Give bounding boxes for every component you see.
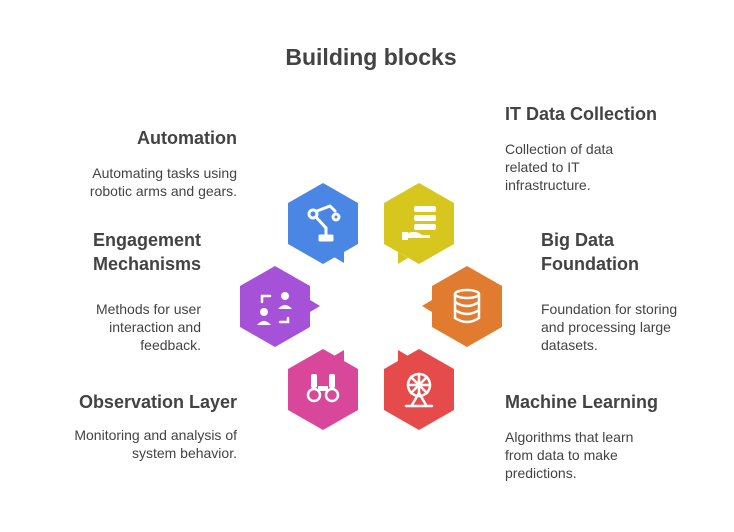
hexagon-observation xyxy=(288,349,358,430)
hexagon-it-data xyxy=(384,183,454,264)
block-it-data: IT Data Collection Collection of data re… xyxy=(505,102,685,194)
binoculars-icon xyxy=(306,374,340,403)
block-automation: Automation Automating tasks using roboti… xyxy=(60,126,237,200)
observation-description: Monitoring and analysis of system behavi… xyxy=(74,427,237,461)
observation-heading: Observation Layer xyxy=(78,392,237,412)
automation-description: Automating tasks using robotic arms and … xyxy=(89,165,237,199)
server-hand-icon xyxy=(402,206,436,240)
robot-arm-icon xyxy=(307,204,341,242)
hexagon-automation xyxy=(288,183,358,264)
block-observation: Observation Layer Monitoring and analysi… xyxy=(40,390,237,462)
diagram-title: Building blocks xyxy=(285,44,457,70)
it-data-heading: IT Data Collection xyxy=(505,104,658,124)
automation-heading: Automation xyxy=(137,128,237,148)
ml-heading: Machine Learning xyxy=(505,392,659,412)
hexagon-engagement xyxy=(240,266,320,347)
it-data-description: Collection of data related to IT infrast… xyxy=(505,141,614,193)
big-data-description: Foundation for storing and processing la… xyxy=(541,301,678,353)
hexagon-big-data xyxy=(422,266,502,347)
user-exchange-icon xyxy=(257,292,292,325)
engagement-description: Methods for user interaction and feedbac… xyxy=(95,301,201,353)
block-ml: Machine Learning Algorithms that learn f… xyxy=(505,390,685,482)
ml-description: Algorithms that learn from data to make … xyxy=(505,429,634,481)
block-big-data: Big Data Foundation Foundation for stori… xyxy=(541,228,693,354)
big-data-heading: Big Data Foundation xyxy=(541,230,639,274)
engagement-heading: Engagement Mechanisms xyxy=(92,230,201,274)
block-engagement: Engagement Mechanisms Methods for user i… xyxy=(60,228,201,354)
hexagon-ml xyxy=(384,349,454,430)
ferris-wheel-icon xyxy=(404,372,434,408)
database-icon xyxy=(453,288,481,324)
